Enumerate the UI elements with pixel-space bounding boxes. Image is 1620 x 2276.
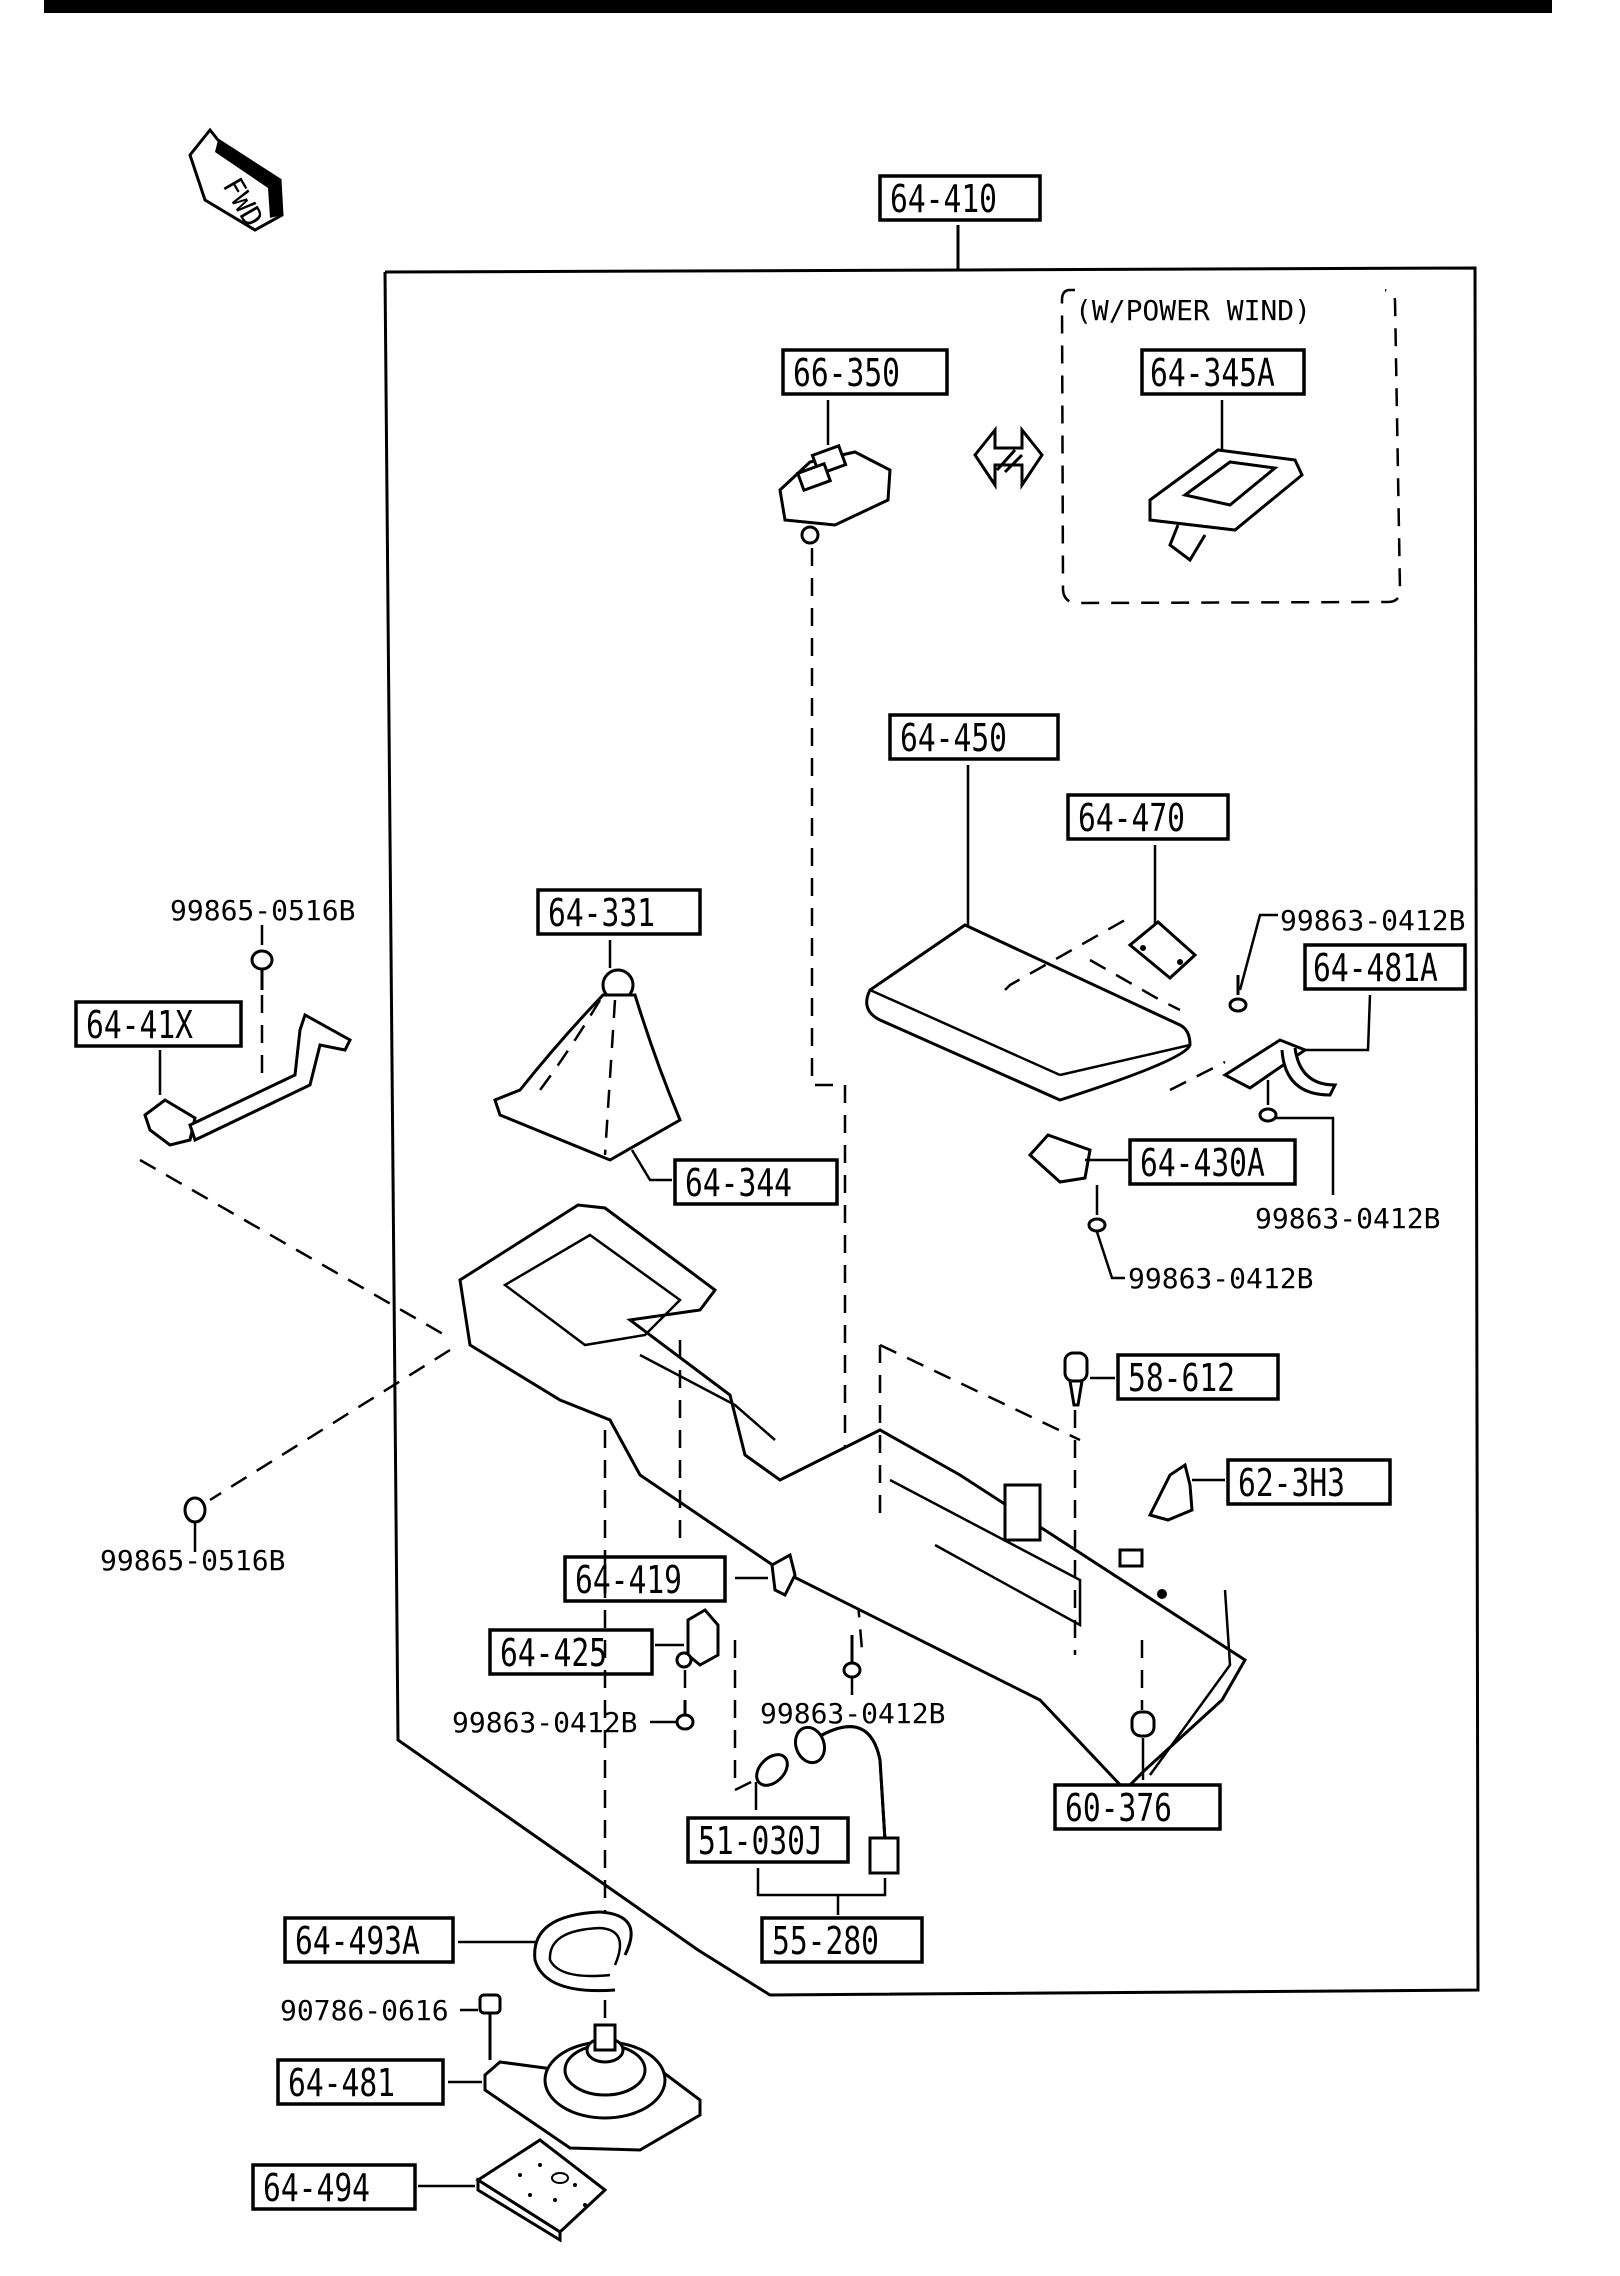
- part-label-64-41X[interactable]: 64-41X: [74, 1000, 243, 1048]
- part-label-58-612[interactable]: 58-612: [1116, 1353, 1280, 1401]
- screw-icon: [675, 1700, 695, 1731]
- fastener-label-bolt: 90786-0616: [280, 1994, 449, 2027]
- fastener-label-center: 99863-0412B: [760, 1697, 945, 1730]
- clip-icon: [770, 1552, 797, 1598]
- fastener-label-hinge: 99863-0412B: [1280, 904, 1465, 937]
- part-label-64-344[interactable]: 64-344: [673, 1158, 839, 1206]
- svg-text:64-425: 64-425: [500, 1631, 607, 1676]
- clip-icon: [1147, 1462, 1194, 1522]
- mounting-bracket-icon: [143, 1012, 352, 1147]
- svg-text:64-419: 64-419: [575, 1558, 682, 1603]
- svg-text:60-376: 60-376: [1065, 1786, 1172, 1831]
- screw-icon: [250, 949, 274, 990]
- svg-text:64-470: 64-470: [1078, 796, 1185, 841]
- svg-text:64-494: 64-494: [263, 2166, 370, 2211]
- lamp-bracket-icon: [675, 1608, 720, 1669]
- bracket-hook-icon: [1222, 1038, 1338, 1097]
- lock-latch-icon: [1027, 1133, 1128, 1184]
- page-top-border: [44, 0, 1552, 13]
- screw-icon: [1228, 975, 1248, 1013]
- part-label-64-419[interactable]: 64-419: [563, 1555, 727, 1603]
- bolt-icon: [478, 1993, 502, 2060]
- grommet-icon: [1130, 1710, 1156, 1738]
- part-label-64-493A[interactable]: 64-493A: [283, 1916, 455, 1964]
- svg-text:58-612: 58-612: [1128, 1356, 1235, 1401]
- part-label-64-481A[interactable]: 64-481A: [1303, 943, 1467, 991]
- bulb-socket-icon: [1063, 1351, 1089, 1407]
- svg-text:64-41X: 64-41X: [86, 1003, 193, 1048]
- power-window-switch-panel-icon: [1148, 448, 1304, 563]
- assembly-outline: [383, 225, 1480, 1997]
- svg-text:51-030J: 51-030J: [698, 1819, 823, 1864]
- svg-text:64-345A: 64-345A: [1150, 351, 1275, 396]
- wire-harness-icon: [793, 1725, 900, 1875]
- insulator-pad-icon: [475, 2138, 608, 2243]
- screw-icon: [842, 1635, 862, 1679]
- fwd-direction-arrow-icon: FWD: [188, 127, 284, 232]
- part-label-64-345A[interactable]: 64-345A: [1140, 348, 1306, 396]
- shift-boot-icon: [493, 968, 682, 1162]
- part-label-64-470[interactable]: 64-470: [1066, 793, 1230, 841]
- svg-text:64-450: 64-450: [900, 716, 1007, 761]
- hinge-icon: [1127, 920, 1198, 980]
- svg-text:62-3H3: 62-3H3: [1238, 1461, 1345, 1506]
- svg-text:55-280: 55-280: [772, 1919, 879, 1964]
- svg-text:64-344: 64-344: [685, 1161, 792, 1206]
- svg-text:64-331: 64-331: [548, 891, 655, 936]
- fastener-label-lamp: 99863-0412B: [452, 1706, 637, 1739]
- part-label-64-450[interactable]: 64-450: [888, 713, 1060, 761]
- svg-text:64-481: 64-481: [288, 2061, 395, 2106]
- part-label-55-280[interactable]: 55-280: [760, 1916, 924, 1964]
- fastener-label-top-left: 99865-0516B: [170, 894, 355, 927]
- part-label-64-425[interactable]: 64-425: [488, 1628, 654, 1676]
- svg-text:64-481A: 64-481A: [1313, 946, 1438, 991]
- screw-icon: [183, 1496, 207, 1524]
- center-console-icon: [458, 1203, 1248, 1793]
- part-label-64-481[interactable]: 64-481: [276, 2058, 445, 2106]
- part-label-64-430A[interactable]: 64-430A: [1128, 1138, 1297, 1186]
- fastener-label-bottom-left: 99865-0516B: [100, 1544, 285, 1577]
- svg-text:64-493A: 64-493A: [295, 1919, 420, 1964]
- part-label-64-410[interactable]: 64-410: [878, 174, 1042, 222]
- part-label-60-376[interactable]: 60-376: [1053, 1783, 1222, 1831]
- armrest-lid-icon: [865, 923, 1192, 1102]
- svg-text:64-430A: 64-430A: [1140, 1141, 1265, 1186]
- part-label-51-030J[interactable]: 51-030J: [686, 1816, 850, 1864]
- part-label-64-331[interactable]: 64-331: [536, 888, 702, 936]
- svg-text:64-410: 64-410: [890, 177, 997, 222]
- alternative-arrow-icon: [973, 425, 1044, 490]
- part-label-66-350[interactable]: 66-350: [781, 348, 949, 396]
- fastener-label-bracket: 99863-0412B: [1255, 1202, 1440, 1235]
- fastener-label-latch: 99863-0412B: [1128, 1262, 1313, 1295]
- option-group-power-window: (W/POWER WIND): [1060, 285, 1402, 605]
- ring-seal-icon: [533, 1910, 633, 1993]
- part-label-62-3H3[interactable]: 62-3H3: [1226, 1458, 1392, 1506]
- part-label-64-494[interactable]: 64-494: [251, 2163, 417, 2211]
- option-group-title: (W/POWER WIND): [1075, 294, 1311, 327]
- shifter-base-plate-icon: [483, 2023, 702, 2152]
- bulb-icon: [755, 1753, 789, 1787]
- svg-text:66-350: 66-350: [793, 351, 900, 396]
- window-switch-icon: [778, 443, 892, 545]
